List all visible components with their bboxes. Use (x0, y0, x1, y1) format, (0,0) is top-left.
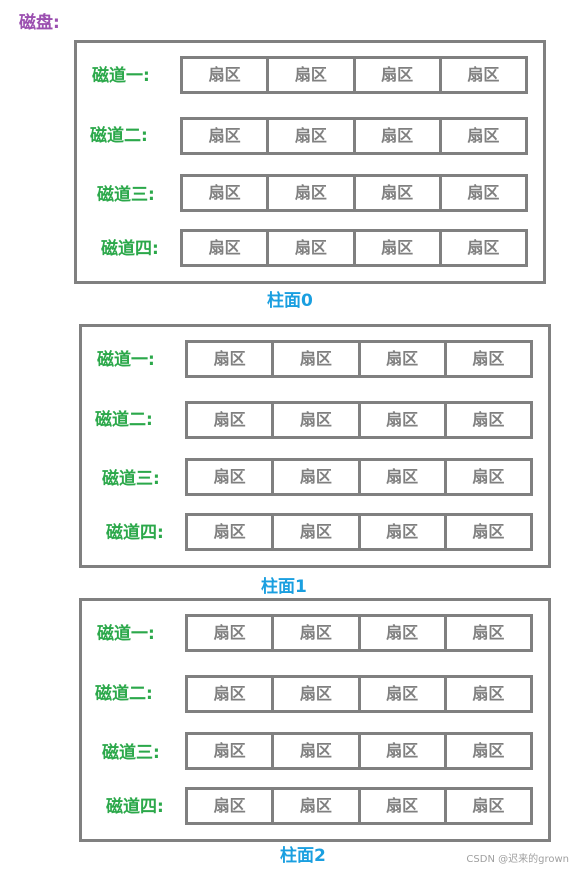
track-row: 扇区 扇区 扇区 扇区 (180, 56, 528, 94)
track-row: 扇区 扇区 扇区 扇区 (185, 614, 533, 652)
sector: 扇区 (472, 796, 505, 815)
sector: 扇区 (356, 177, 442, 209)
track-label: 磁道四: (101, 239, 159, 259)
cylinder-box-0 (74, 40, 546, 284)
cylinder-label: 柱面1 (261, 577, 307, 597)
track-row: 扇区 扇区 扇区 扇区 (185, 513, 533, 551)
sector: 扇区 (467, 65, 500, 84)
sector: 扇区 (472, 684, 505, 703)
cylinder-box-1 (79, 324, 551, 568)
sector: 扇区 (361, 343, 447, 375)
sector: 扇区 (467, 238, 500, 257)
sector: 扇区 (188, 678, 275, 710)
sector: 扇区 (269, 59, 356, 91)
track-label: 磁道二: (95, 410, 153, 430)
sector: 扇区 (274, 343, 361, 375)
sector: 扇区 (356, 232, 442, 264)
sector: 扇区 (467, 126, 500, 145)
track-label: 磁道一: (92, 66, 150, 86)
track-label: 磁道二: (95, 684, 153, 704)
track-label: 磁道三: (102, 743, 160, 763)
sector: 扇区 (356, 120, 442, 152)
sector: 扇区 (188, 790, 275, 822)
sector: 扇区 (188, 461, 275, 493)
watermark: CSDN @迟来的grown (466, 854, 569, 865)
sector: 扇区 (274, 790, 361, 822)
sector: 扇区 (274, 516, 361, 548)
sector: 扇区 (467, 183, 500, 202)
track-row: 扇区 扇区 扇区 扇区 (185, 401, 533, 439)
sector: 扇区 (188, 516, 275, 548)
cylinder-box-2 (79, 598, 551, 842)
sector: 扇区 (183, 59, 270, 91)
sector: 扇区 (356, 59, 442, 91)
sector: 扇区 (361, 404, 447, 436)
sector: 扇区 (472, 467, 505, 486)
sector: 扇区 (183, 232, 270, 264)
track-row: 扇区 扇区 扇区 扇区 (185, 340, 533, 378)
track-row: 扇区 扇区 扇区 扇区 (180, 174, 528, 212)
track-label: 磁道四: (106, 523, 164, 543)
track-row: 扇区 扇区 扇区 扇区 (180, 229, 528, 267)
sector: 扇区 (188, 343, 275, 375)
track-row: 扇区 扇区 扇区 扇区 (185, 732, 533, 770)
sector: 扇区 (269, 232, 356, 264)
track-label: 磁道四: (106, 797, 164, 817)
track-row: 扇区 扇区 扇区 扇区 (185, 675, 533, 713)
track-label: 磁道三: (97, 185, 155, 205)
sector: 扇区 (188, 617, 275, 649)
sector: 扇区 (361, 617, 447, 649)
sector: 扇区 (472, 349, 505, 368)
sector: 扇区 (274, 404, 361, 436)
track-label: 磁道一: (97, 350, 155, 370)
track-row: 扇区 扇区 扇区 扇区 (185, 458, 533, 496)
sector: 扇区 (472, 410, 505, 429)
sector: 扇区 (472, 741, 505, 760)
sector: 扇区 (472, 522, 505, 541)
sector: 扇区 (269, 120, 356, 152)
sector: 扇区 (183, 120, 270, 152)
sector: 扇区 (188, 735, 275, 767)
sector: 扇区 (274, 461, 361, 493)
track-label: 磁道三: (102, 469, 160, 489)
sector: 扇区 (274, 735, 361, 767)
sector: 扇区 (183, 177, 270, 209)
sector: 扇区 (361, 790, 447, 822)
track-label: 磁道二: (90, 126, 148, 146)
disk-title: 磁盘: (19, 13, 60, 33)
sector: 扇区 (269, 177, 356, 209)
sector: 扇区 (274, 617, 361, 649)
sector: 扇区 (274, 678, 361, 710)
track-row: 扇区 扇区 扇区 扇区 (185, 787, 533, 825)
sector: 扇区 (472, 623, 505, 642)
sector: 扇区 (361, 516, 447, 548)
sector: 扇区 (361, 461, 447, 493)
sector: 扇区 (361, 735, 447, 767)
cylinder-label: 柱面2 (280, 846, 326, 866)
track-label: 磁道一: (97, 624, 155, 644)
sector: 扇区 (188, 404, 275, 436)
cylinder-label: 柱面0 (267, 291, 313, 311)
track-row: 扇区 扇区 扇区 扇区 (180, 117, 528, 155)
sector: 扇区 (361, 678, 447, 710)
